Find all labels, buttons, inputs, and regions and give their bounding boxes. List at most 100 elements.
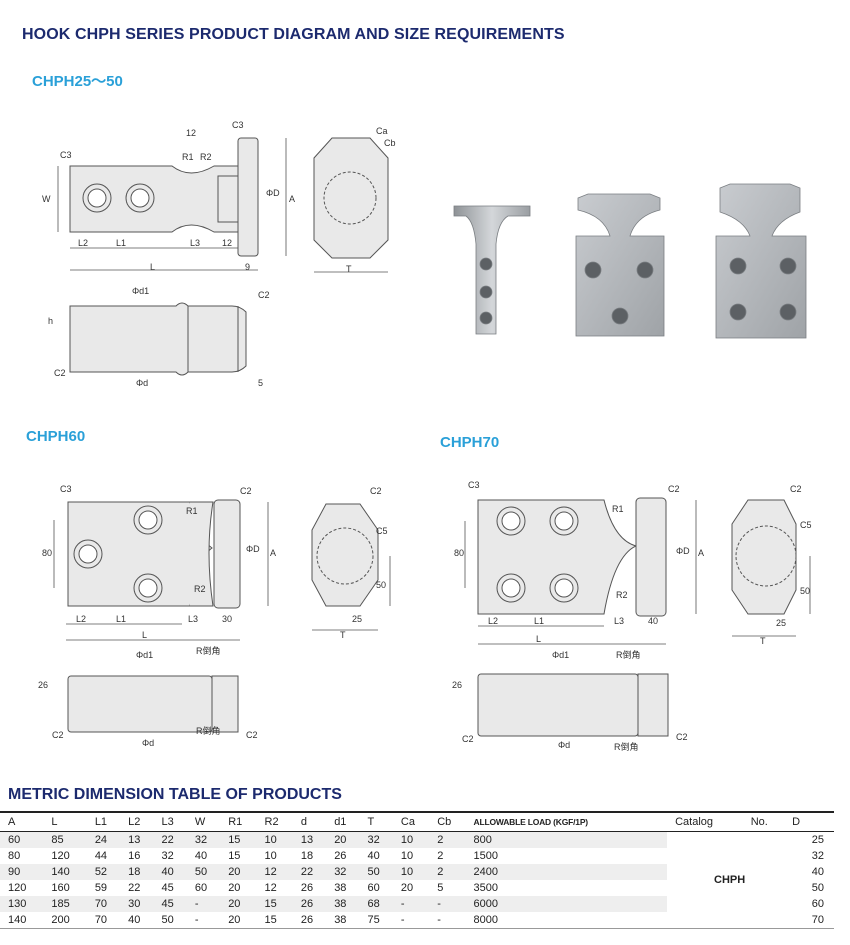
chph70-front-view [477, 497, 667, 617]
table-cell: 13 [120, 831, 154, 848]
label-l2: L2 [78, 238, 89, 248]
label-l3: L3 [190, 238, 201, 248]
label-phid: ΦD [266, 188, 280, 198]
table-cell: - [194, 914, 199, 926]
table-cell: 130 [0, 896, 44, 912]
col-l3: L3 [161, 816, 174, 828]
chph60-front-view [67, 499, 241, 609]
label-r2: R2 [200, 152, 212, 162]
table-cell: - [400, 914, 405, 926]
label-t-70: T [760, 636, 766, 646]
label-phid-small: Φd [136, 378, 149, 388]
table-cell: 2 [429, 831, 466, 848]
label-rchamfer-70b: R倒角 [614, 742, 639, 752]
chph70-bottom-view [477, 673, 669, 737]
label-c2-70: C2 [668, 484, 680, 494]
table-cell: 20 [400, 882, 414, 894]
section-title-chph25-50: CHPH25～50 [32, 73, 123, 90]
table-cell: 70 [811, 914, 824, 926]
col-a: A [8, 816, 16, 828]
col-catalog: Catalog [675, 816, 714, 828]
label-phid-60b: Φd [142, 738, 155, 748]
col-w: W [194, 816, 206, 828]
table-cell: 50 [161, 914, 174, 926]
table-cell: 12 [264, 882, 277, 894]
table-cell: 80 [8, 850, 21, 862]
chph60-bottom-view [67, 675, 239, 733]
table-cell: 50 [359, 864, 393, 880]
label-phid1: Φd1 [132, 286, 150, 296]
table-cell: 26 [300, 882, 314, 894]
label-40-70: 40 [648, 616, 659, 626]
table-cell: 50 [186, 864, 221, 880]
table-cell: 26 [292, 896, 327, 912]
label-cb: Cb [384, 138, 396, 148]
label-l3-70: L3 [614, 616, 625, 626]
table-cell: 20 [326, 831, 360, 848]
table-cell: - [437, 914, 441, 926]
table-cell: 70 [94, 914, 108, 926]
table-cell: 24 [86, 831, 121, 848]
table-cell: 45 [161, 882, 174, 894]
table-cell: 32 [811, 850, 824, 862]
label-c2-60s: C2 [370, 486, 382, 496]
col-cb: Cb [437, 816, 452, 828]
label-c2-70s: C2 [790, 484, 802, 494]
label-c2b: C2 [54, 368, 66, 378]
label-5: 5 [258, 378, 264, 388]
table-cell: 20 [228, 914, 241, 926]
label-r1: R1 [182, 152, 194, 162]
label-50-60: 50 [376, 580, 387, 590]
table-cell: 32 [359, 831, 393, 848]
table-cell: 40 [194, 850, 208, 862]
col-allowable-load: ALLOWABLE LOAD (KGF/1P) [473, 817, 589, 827]
table-cell: 30 [120, 896, 154, 912]
label-l2-60: L2 [76, 614, 87, 624]
label-c5-70: C5 [800, 520, 812, 530]
table-cell: 26 [300, 914, 314, 926]
label-30-60: 30 [222, 614, 233, 624]
table-cell: 6000 [465, 896, 668, 912]
label-phid1-70: Φd1 [552, 650, 570, 660]
table-cell: 60 [194, 882, 208, 894]
table-cell: 15 [256, 896, 293, 912]
chph25-50-side-view [313, 137, 389, 259]
chph25-50-bottom-view [69, 302, 247, 376]
label-a-70: A [698, 548, 705, 558]
table-cell: 10 [256, 831, 293, 848]
table-cell: 26 [334, 850, 347, 862]
table-cell: 70 [86, 896, 121, 912]
table-cell: 20 [228, 882, 241, 894]
table-cell: 45 [153, 896, 187, 912]
table-cell: 15 [220, 831, 257, 848]
table-cell: 160 [51, 882, 70, 894]
table-cell: 38 [326, 896, 360, 912]
label-w: W [42, 194, 51, 204]
table-cell: 140 [43, 864, 87, 880]
col-l: L [51, 816, 58, 828]
table-cell: 1500 [473, 850, 499, 862]
table-cell: 5 [437, 882, 444, 894]
label-12b: 12 [222, 238, 233, 248]
table-cell: 85 [43, 831, 87, 848]
col-r2: R2 [264, 816, 279, 828]
label-c2-60c: C2 [246, 730, 258, 740]
label-rchamfer-70: R倒角 [616, 650, 641, 660]
col-r1: R1 [228, 816, 243, 828]
table-cell: - [429, 896, 466, 912]
chph60-side-view [311, 503, 379, 607]
diagrams-canvas [53, 137, 811, 737]
table-cell: 2 [429, 864, 466, 880]
table-cell: 40 [811, 866, 824, 878]
label-ca: Ca [376, 126, 388, 136]
table-cell: 16 [128, 850, 141, 862]
label-l3-60: L3 [188, 614, 199, 624]
table-cell: 10 [400, 850, 414, 862]
table-cell: - [186, 896, 221, 912]
table-cell: 18 [300, 850, 314, 862]
table-cell: 32 [186, 831, 221, 848]
chph70-side-view [731, 499, 797, 615]
